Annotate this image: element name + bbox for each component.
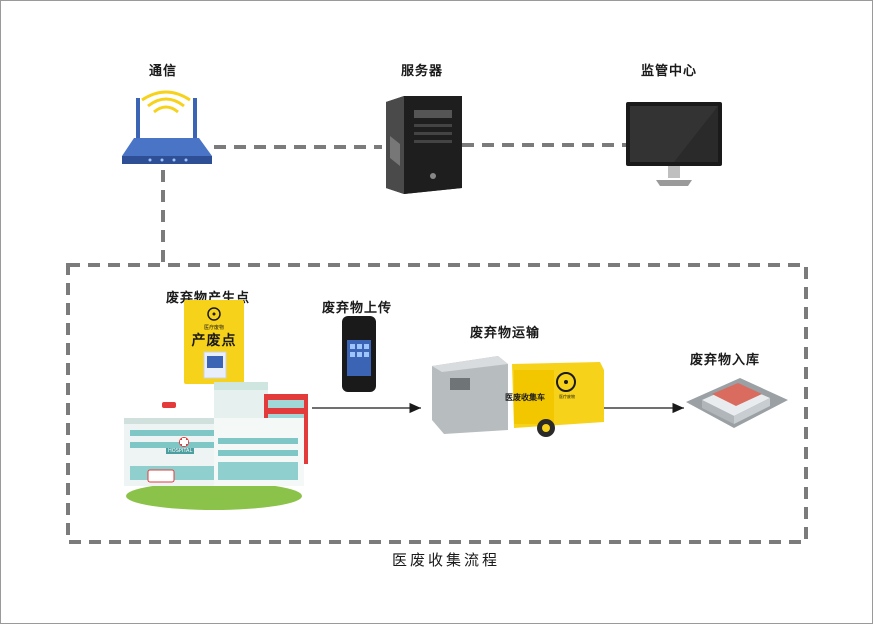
server-icon — [386, 96, 462, 194]
handheld-terminal-icon — [342, 316, 376, 392]
monitor-center-label: 监管中心 — [641, 64, 698, 79]
hospital-sign: HOSPITAL — [166, 448, 195, 454]
footer-label: 医废收集流程 — [392, 551, 501, 569]
upload-label: 废弃物上传 — [322, 301, 393, 316]
router-icon — [122, 90, 212, 164]
storage-label: 废弃物入库 — [690, 353, 761, 368]
server-label: 服务器 — [401, 64, 444, 79]
waste-cart-icon — [432, 356, 604, 437]
collection-process-box — [66, 263, 808, 544]
transport-label: 废弃物运输 — [470, 326, 541, 341]
hospital-icon — [124, 382, 308, 510]
storage-building-icon — [686, 378, 788, 428]
cart-side-text: 医废收集车 — [505, 393, 545, 402]
waste-point-sign-icon — [184, 300, 244, 384]
monitor-icon — [626, 102, 722, 186]
communication-label: 通信 — [149, 64, 178, 79]
sign-small-text: 医疗废物 — [203, 325, 224, 331]
sign-main-text: 产废点 — [191, 333, 237, 349]
cart-front-text: 医疗废物 — [559, 394, 575, 399]
